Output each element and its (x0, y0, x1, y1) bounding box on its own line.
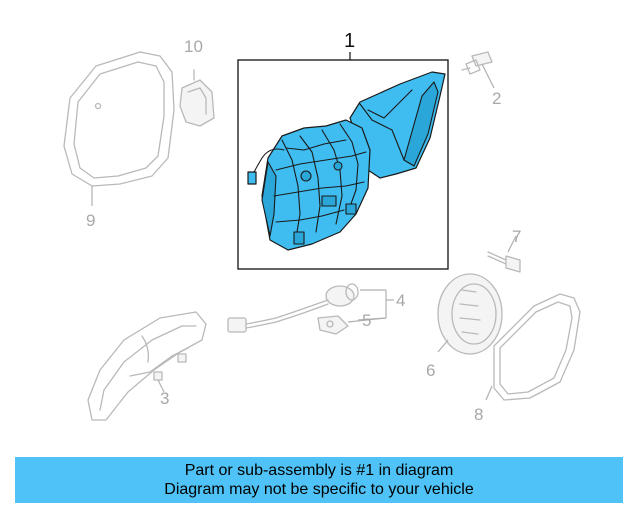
mirror-clip (293, 231, 305, 245)
callout-1: 1 (344, 30, 355, 52)
mirror-pivot (300, 170, 312, 182)
part-1-frame (237, 59, 449, 270)
callout-9: 9 (86, 211, 95, 230)
part-4-actuator[interactable] (227, 283, 394, 333)
part-9-mirror-cover[interactable] (63, 51, 175, 206)
info-banner: Part or sub-assembly is #1 in diagram Di… (15, 457, 623, 503)
callout-5: 5 (362, 311, 371, 330)
part-10-connector[interactable] (179, 69, 215, 127)
part-2-screw[interactable] (461, 51, 495, 89)
banner-line-2: Diagram may not be specific to your vehi… (164, 481, 474, 498)
mirror-assembly-part-1[interactable] (247, 71, 446, 251)
callout-3: 3 (160, 389, 169, 408)
mirror-connector (345, 203, 357, 215)
mirror-motor (321, 195, 337, 207)
callout-10: 10 (184, 37, 203, 56)
callout-4: 4 (396, 291, 405, 310)
callout-8: 8 (474, 405, 483, 424)
callout-6: 6 (426, 361, 435, 380)
parts-diagram: 1 10 (63, 30, 581, 424)
mirror-screw (333, 161, 343, 171)
callout-7: 7 (512, 227, 521, 246)
banner-line-1: Part or sub-assembly is #1 in diagram (184, 462, 454, 479)
part-7-bolt[interactable] (487, 235, 521, 273)
callout-2: 2 (492, 89, 501, 108)
part-3-lower-trim[interactable] (87, 311, 207, 421)
part-5-clip[interactable] (317, 315, 387, 335)
harness-plug (247, 171, 257, 185)
part-6-motor-disc[interactable] (437, 273, 503, 355)
part-8-mirror-glass[interactable] (485, 293, 581, 401)
